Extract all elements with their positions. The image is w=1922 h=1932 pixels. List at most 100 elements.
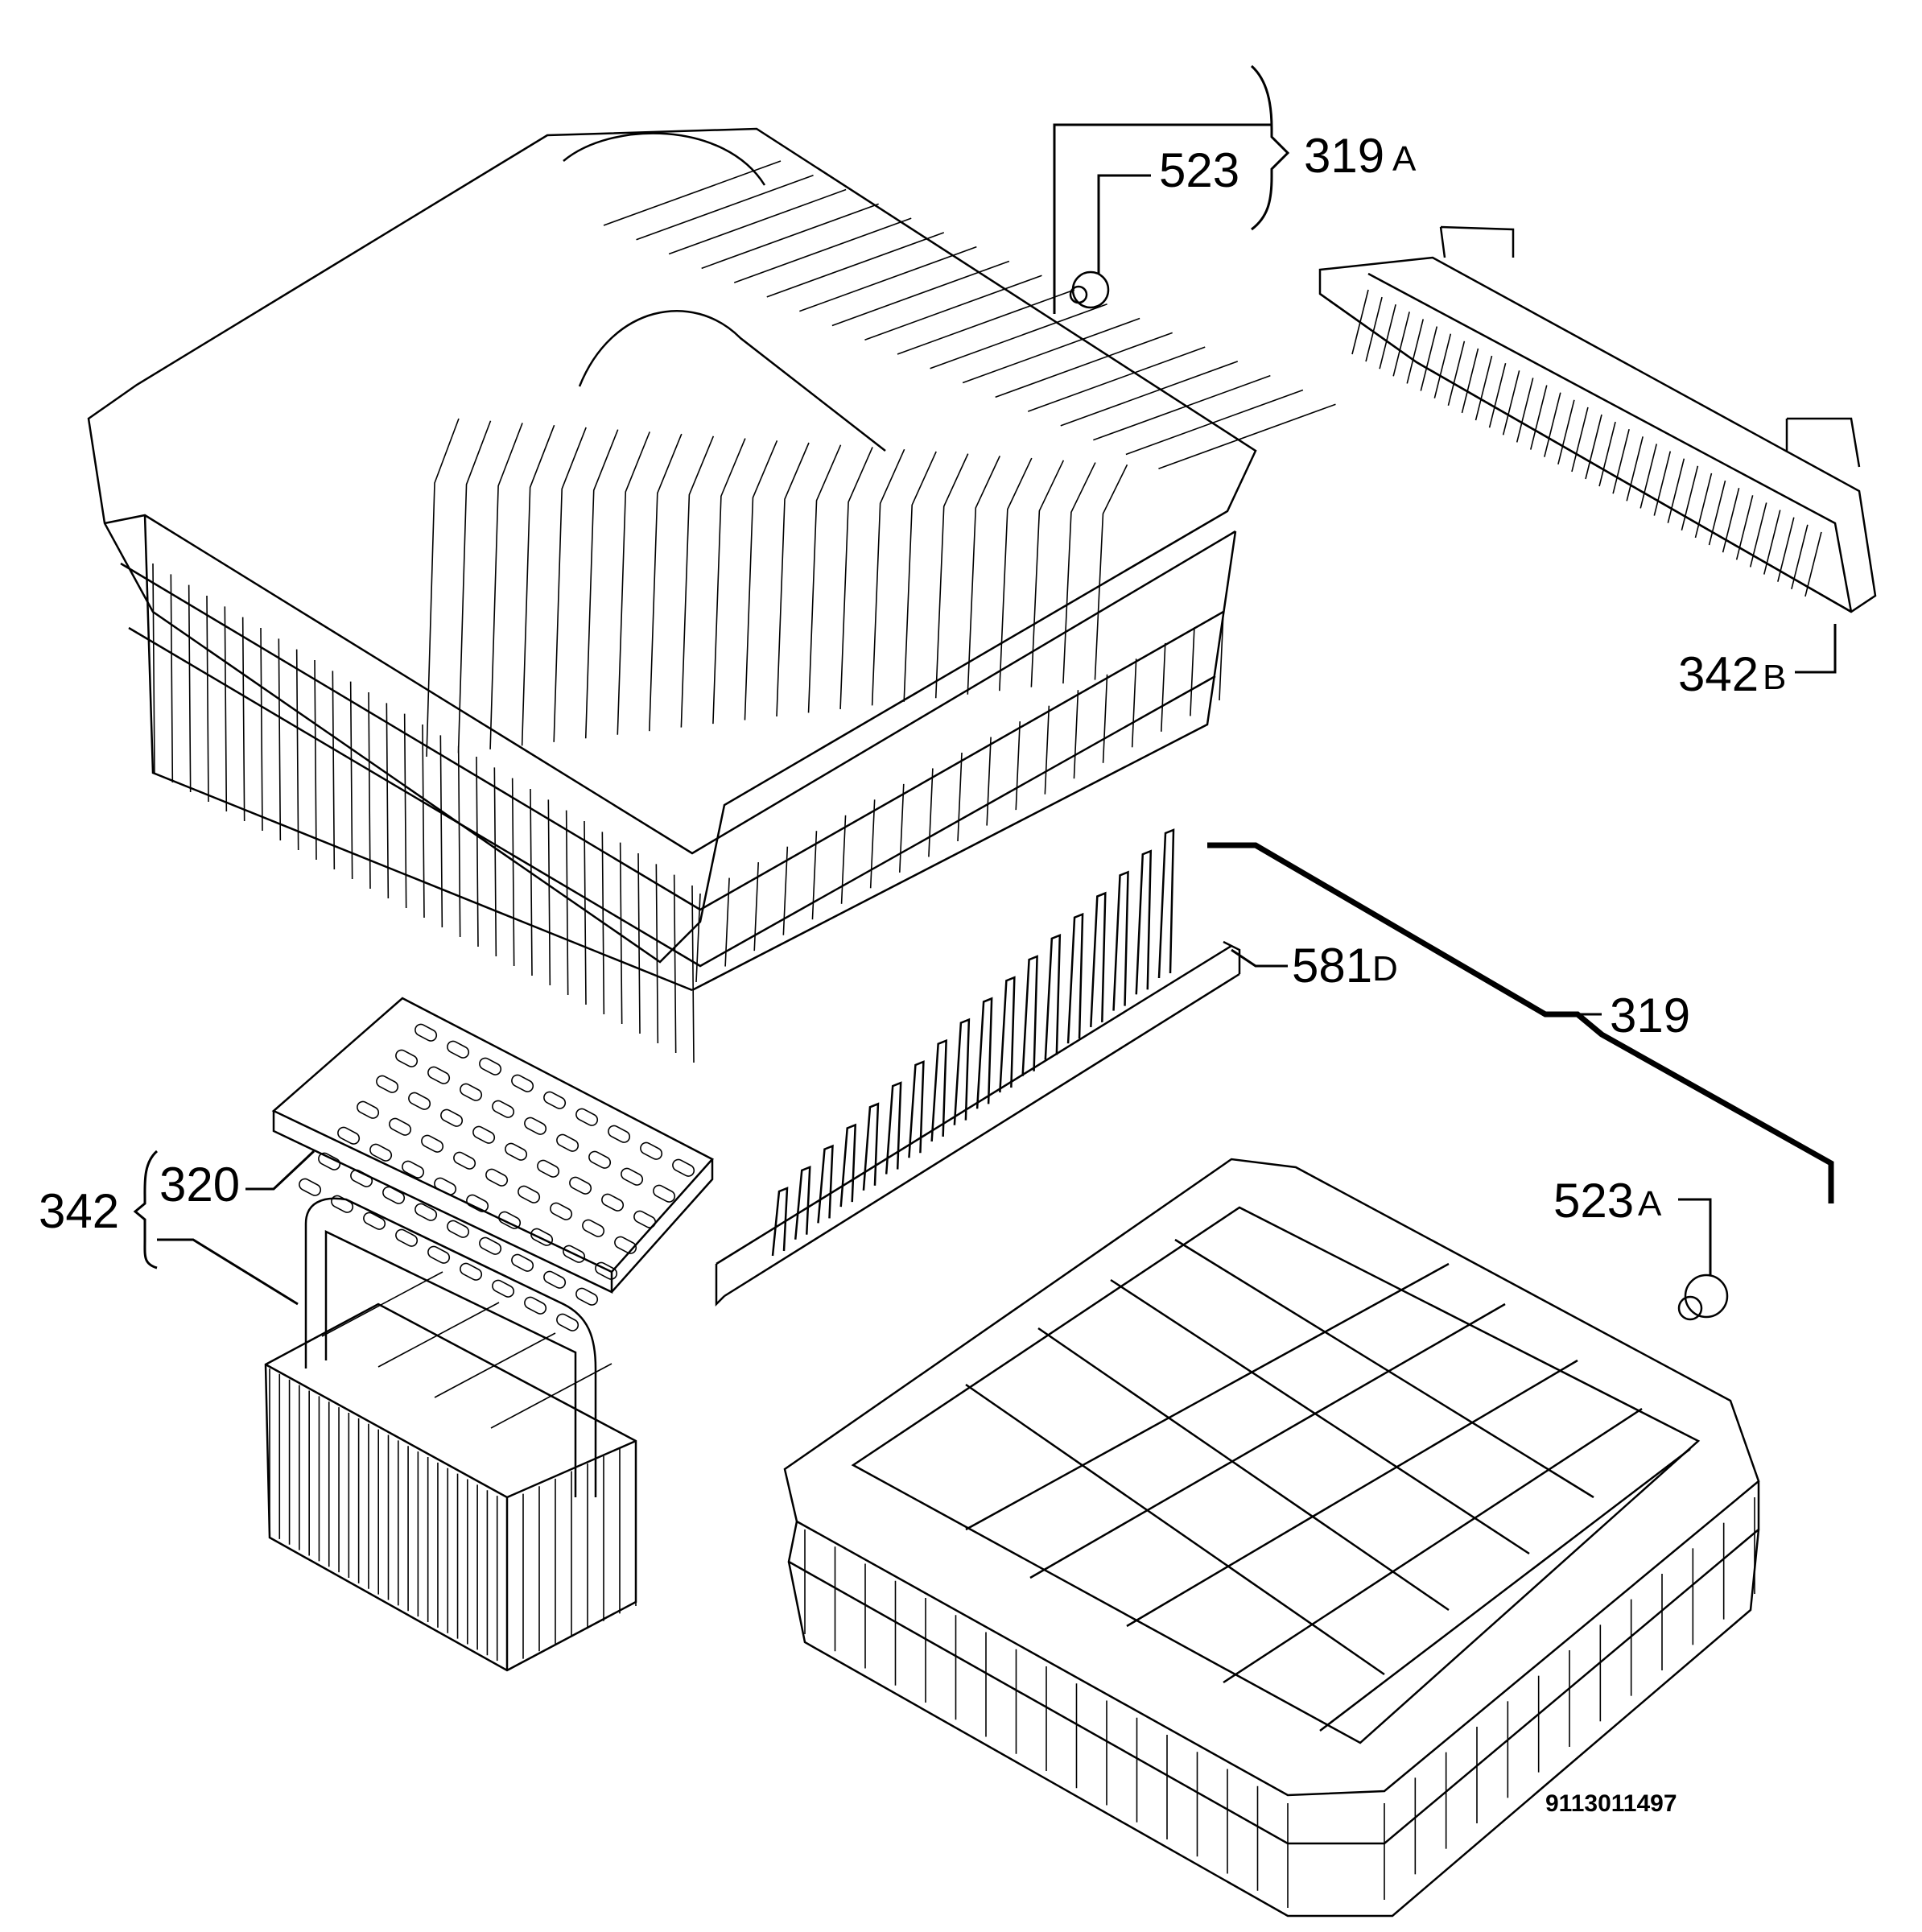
grid-slot <box>466 1194 489 1212</box>
grid-slot <box>331 1195 354 1213</box>
grid-slot <box>569 1176 592 1195</box>
grid-slot <box>395 1049 419 1067</box>
grid-slot <box>511 1074 534 1092</box>
grid-slot <box>640 1141 663 1160</box>
rack-tine <box>1135 849 1153 995</box>
grid-slot <box>518 1185 541 1203</box>
grid-slot <box>633 1210 657 1228</box>
rack-tine <box>953 1018 971 1125</box>
grid-slot <box>621 1167 644 1186</box>
svg-text:523: 523 <box>1553 1174 1634 1228</box>
svg-text:342: 342 <box>39 1184 119 1238</box>
cutlery-grid-drawing <box>271 997 715 1331</box>
grid-slot <box>511 1253 534 1272</box>
callout-523: 523 <box>1159 143 1239 197</box>
grid-slot <box>492 1100 515 1118</box>
grid-slot <box>498 1211 522 1229</box>
side-basket-drawing <box>1318 225 1877 613</box>
grid-slot <box>595 1261 618 1280</box>
grid-slot <box>415 1023 438 1042</box>
grid-slot <box>357 1100 380 1119</box>
grid-slot <box>575 1287 599 1306</box>
rack-tine <box>839 1123 857 1208</box>
grid-slot <box>434 1177 457 1195</box>
grid-slot <box>447 1220 470 1238</box>
basket-divider <box>434 1332 556 1398</box>
grid-slot <box>672 1158 695 1177</box>
grid-slot <box>601 1193 625 1212</box>
grid-slot <box>588 1150 612 1169</box>
grid-slot <box>363 1212 386 1230</box>
svg-text:D: D <box>1372 949 1398 989</box>
grid-slot <box>382 1186 406 1204</box>
grid-slot <box>427 1066 451 1084</box>
grid-slot <box>472 1125 496 1144</box>
grid-slot <box>505 1142 528 1161</box>
grid-slot <box>614 1236 637 1254</box>
rack-tine <box>1112 870 1129 1011</box>
grid-slot <box>395 1228 419 1247</box>
rack-tine <box>1044 934 1062 1060</box>
svg-text:A: A <box>1392 139 1417 179</box>
basket-divider <box>377 1302 500 1368</box>
callout-319: 319 <box>1610 989 1690 1042</box>
grid-slot <box>653 1184 676 1203</box>
grid-slot <box>479 1236 502 1255</box>
grid-slot <box>575 1108 599 1126</box>
svg-text:342: 342 <box>1678 647 1759 701</box>
grid-slot <box>299 1178 322 1196</box>
svg-text:319: 319 <box>1304 129 1384 183</box>
basket-divider <box>321 1271 443 1337</box>
rack-tine <box>999 976 1016 1093</box>
svg-text:320: 320 <box>159 1158 240 1212</box>
grid-slot <box>524 1117 547 1135</box>
grid-slot <box>550 1202 573 1220</box>
rack-tine <box>975 997 993 1109</box>
callout-320: 320 <box>159 1158 240 1212</box>
grid-slot <box>389 1117 412 1136</box>
grid-slot <box>350 1169 373 1187</box>
drawing-reference-number: 9113011497 <box>1545 1790 1677 1817</box>
grid-slot <box>402 1160 425 1179</box>
rack-tine <box>1090 891 1107 1027</box>
svg-text:B: B <box>1763 658 1786 697</box>
grid-slot <box>556 1133 579 1152</box>
svg-text:A: A <box>1638 1184 1662 1224</box>
grid-slot <box>440 1108 464 1127</box>
rack-tine <box>794 1165 811 1240</box>
upper-basket-drawing <box>87 127 1336 1063</box>
grid-slot <box>318 1152 341 1170</box>
rack-tine <box>885 1081 902 1174</box>
leader-lines <box>133 64 1837 1306</box>
basket-divider <box>490 1363 612 1429</box>
grid-slot <box>563 1245 586 1263</box>
grid-slot <box>524 1296 547 1315</box>
callout-581D: 581 D <box>1292 939 1398 993</box>
callout-342B: 342 B <box>1678 647 1786 701</box>
rack-tine <box>862 1102 880 1191</box>
grid-slot <box>582 1219 605 1237</box>
grid-slot <box>543 1091 567 1109</box>
grid-slot <box>460 1083 483 1101</box>
callout-523A: 523 A <box>1553 1174 1662 1228</box>
svg-text:523: 523 <box>1159 143 1239 197</box>
rack-tine <box>1021 955 1038 1076</box>
svg-text:581: 581 <box>1292 939 1372 993</box>
rack-tine <box>817 1144 834 1224</box>
grid-slot <box>479 1057 502 1075</box>
rack-tine <box>1066 912 1084 1044</box>
roller-wheel-523-drawing <box>1069 270 1110 309</box>
callout-342: 342 <box>39 1184 119 1238</box>
grid-slot <box>556 1313 579 1331</box>
grid-slot <box>415 1203 438 1221</box>
grid-slot <box>427 1245 451 1264</box>
grid-slot <box>447 1040 470 1059</box>
grid-slot <box>492 1279 515 1298</box>
grid-slot <box>543 1270 567 1289</box>
tine-rack-drawing <box>715 828 1241 1307</box>
grid-slot <box>376 1075 399 1093</box>
grid-slot <box>337 1126 361 1145</box>
grid-slot <box>530 1228 554 1246</box>
cutlery-basket-drawing <box>264 1197 637 1672</box>
